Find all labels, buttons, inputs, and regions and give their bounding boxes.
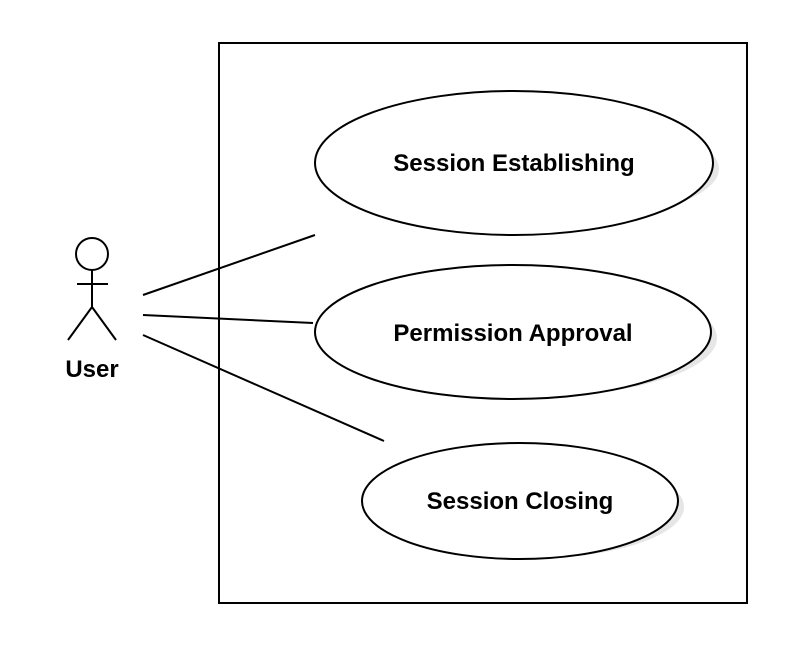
actor-user[interactable]: User — [65, 237, 119, 383]
association-session-closing — [142, 334, 385, 442]
use-case-ellipse — [361, 442, 679, 560]
use-case-ellipse — [314, 90, 714, 236]
use-case-permission-approval[interactable]: Permission Approval — [314, 264, 717, 400]
use-case-session-closing[interactable]: Session Closing — [361, 442, 684, 560]
use-case-session-establishing[interactable]: Session Establishing — [314, 90, 719, 236]
association-permission-approval — [142, 314, 314, 324]
stick-figure-icon — [67, 237, 117, 341]
use-case-label: Session Closing — [427, 488, 614, 515]
use-case-label: Session Establishing — [393, 150, 634, 177]
actor-label: User — [65, 356, 118, 383]
use-case-label: Permission Approval — [393, 320, 632, 347]
association-session-establishing — [142, 234, 316, 296]
use-case-ellipse — [314, 264, 712, 400]
